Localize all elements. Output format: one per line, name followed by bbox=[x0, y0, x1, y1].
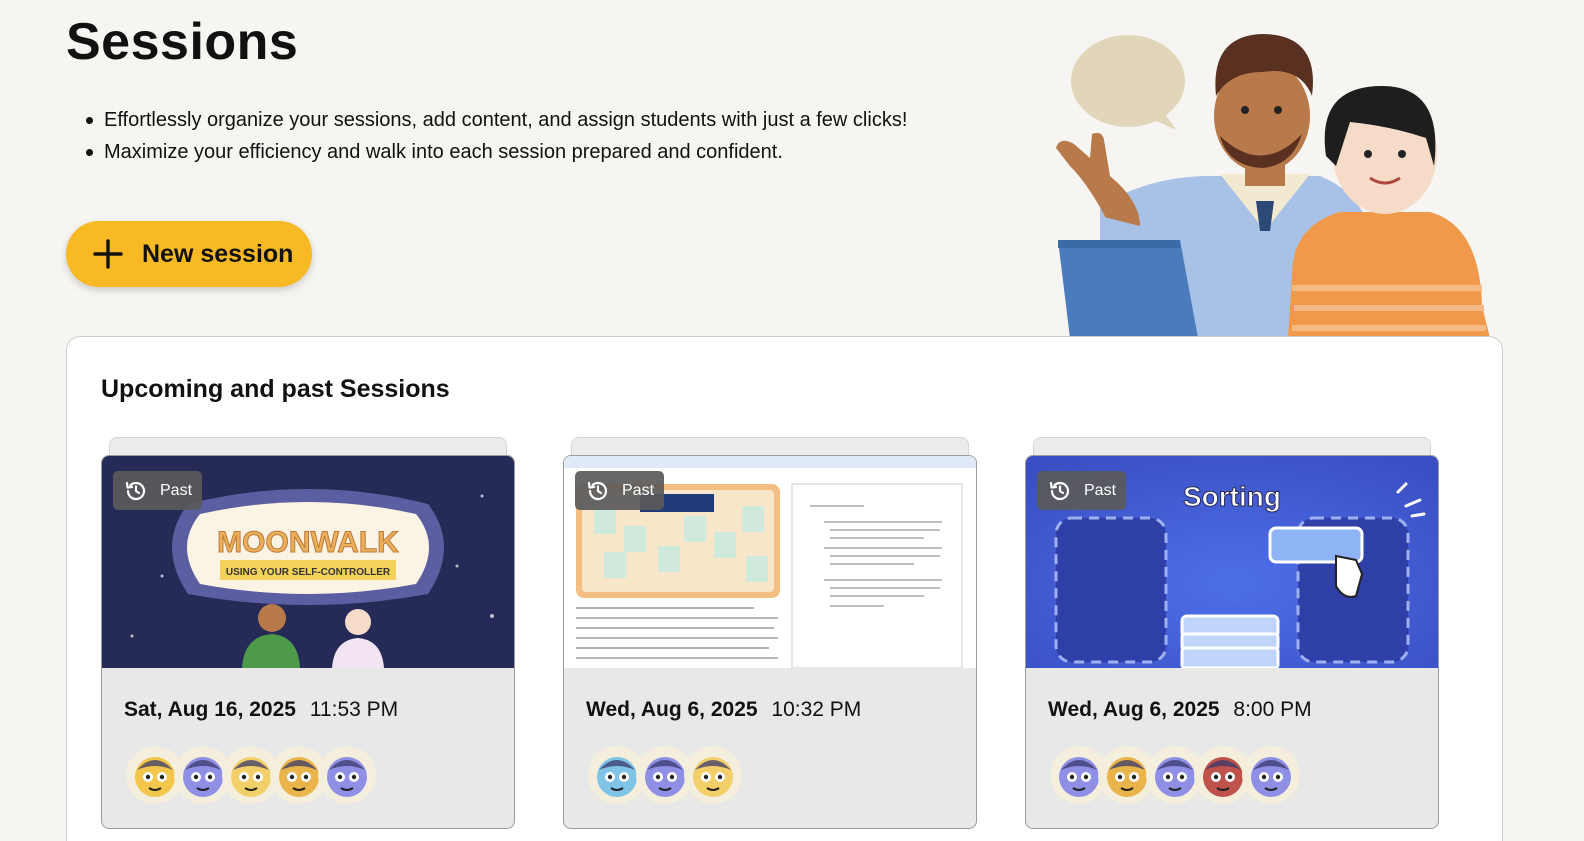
history-icon bbox=[1049, 481, 1070, 500]
sessions-panel: Upcoming and past Sessions MOONWA bbox=[66, 336, 1503, 841]
student-avatar bbox=[1098, 746, 1156, 804]
session-time: 11:53 PM bbox=[309, 698, 399, 721]
card-stack-shadow bbox=[1033, 437, 1431, 457]
student-avatar bbox=[174, 746, 232, 804]
student-avatar bbox=[636, 746, 694, 804]
new-session-label: New session bbox=[142, 239, 294, 268]
history-icon bbox=[587, 481, 608, 500]
thumbnail-subtitle: USING YOUR SELF-CONTROLLER bbox=[226, 567, 391, 578]
page-title: Sessions bbox=[66, 13, 299, 71]
past-badge-label: Past bbox=[160, 481, 193, 499]
student-avatar bbox=[126, 746, 184, 804]
panel-heading: Upcoming and past Sessions bbox=[101, 375, 450, 403]
card-body: Past Wed, Aug 6, 2025 10:32 PM bbox=[563, 455, 977, 829]
student-avatar bbox=[1050, 746, 1108, 804]
plus-icon bbox=[93, 239, 123, 269]
past-badge-label: Past bbox=[622, 481, 655, 499]
past-badge-label: Past bbox=[1084, 481, 1117, 499]
student-avatar bbox=[270, 746, 328, 804]
student-avatars bbox=[588, 746, 742, 804]
thumbnail-title: MOONWALK bbox=[217, 526, 399, 559]
past-badge: Past bbox=[113, 471, 202, 510]
session-datetime: Wed, Aug 6, 2025 10:32 PM bbox=[586, 698, 861, 722]
card-stack-shadow bbox=[109, 437, 507, 457]
session-card[interactable]: Sorting bbox=[1025, 437, 1439, 829]
card-body: MOONWALK USING YOUR SELF-CONTROLLER bbox=[101, 455, 515, 829]
card-stack-shadow bbox=[571, 437, 969, 457]
intro-bullet: Maximize your efficiency and walk into e… bbox=[86, 136, 907, 168]
thumbnail-title: Sorting bbox=[1183, 481, 1281, 512]
session-time: 10:32 PM bbox=[771, 698, 862, 721]
student-avatar bbox=[222, 746, 280, 804]
past-badge: Past bbox=[1037, 471, 1126, 510]
history-icon bbox=[125, 481, 146, 500]
student-avatars bbox=[126, 746, 376, 804]
student-avatar bbox=[1242, 746, 1300, 804]
session-time: 8:00 PM bbox=[1233, 698, 1312, 721]
student-avatar bbox=[318, 746, 376, 804]
hero-illustration bbox=[1030, 26, 1500, 338]
intro-bullet: Effortlessly organize your sessions, add… bbox=[86, 104, 907, 136]
intro-list: Effortlessly organize your sessions, add… bbox=[86, 104, 907, 168]
session-date: Wed, Aug 6, 2025 bbox=[1048, 698, 1220, 721]
session-datetime: Wed, Aug 6, 2025 8:00 PM bbox=[1048, 698, 1312, 722]
card-body: Sorting bbox=[1025, 455, 1439, 829]
session-datetime: Sat, Aug 16, 2025 11:53 PM bbox=[124, 698, 398, 722]
past-badge: Past bbox=[575, 471, 664, 510]
student-avatar bbox=[684, 746, 742, 804]
session-card[interactable]: MOONWALK USING YOUR SELF-CONTROLLER bbox=[101, 437, 515, 829]
student-avatars bbox=[1050, 746, 1300, 804]
student-avatar bbox=[588, 746, 646, 804]
student-avatar bbox=[1194, 746, 1252, 804]
new-session-button[interactable]: New session bbox=[66, 221, 312, 287]
session-date: Sat, Aug 16, 2025 bbox=[124, 698, 296, 721]
student-avatar bbox=[1146, 746, 1204, 804]
session-card[interactable]: Past Wed, Aug 6, 2025 10:32 PM bbox=[563, 437, 977, 829]
session-date: Wed, Aug 6, 2025 bbox=[586, 698, 758, 721]
